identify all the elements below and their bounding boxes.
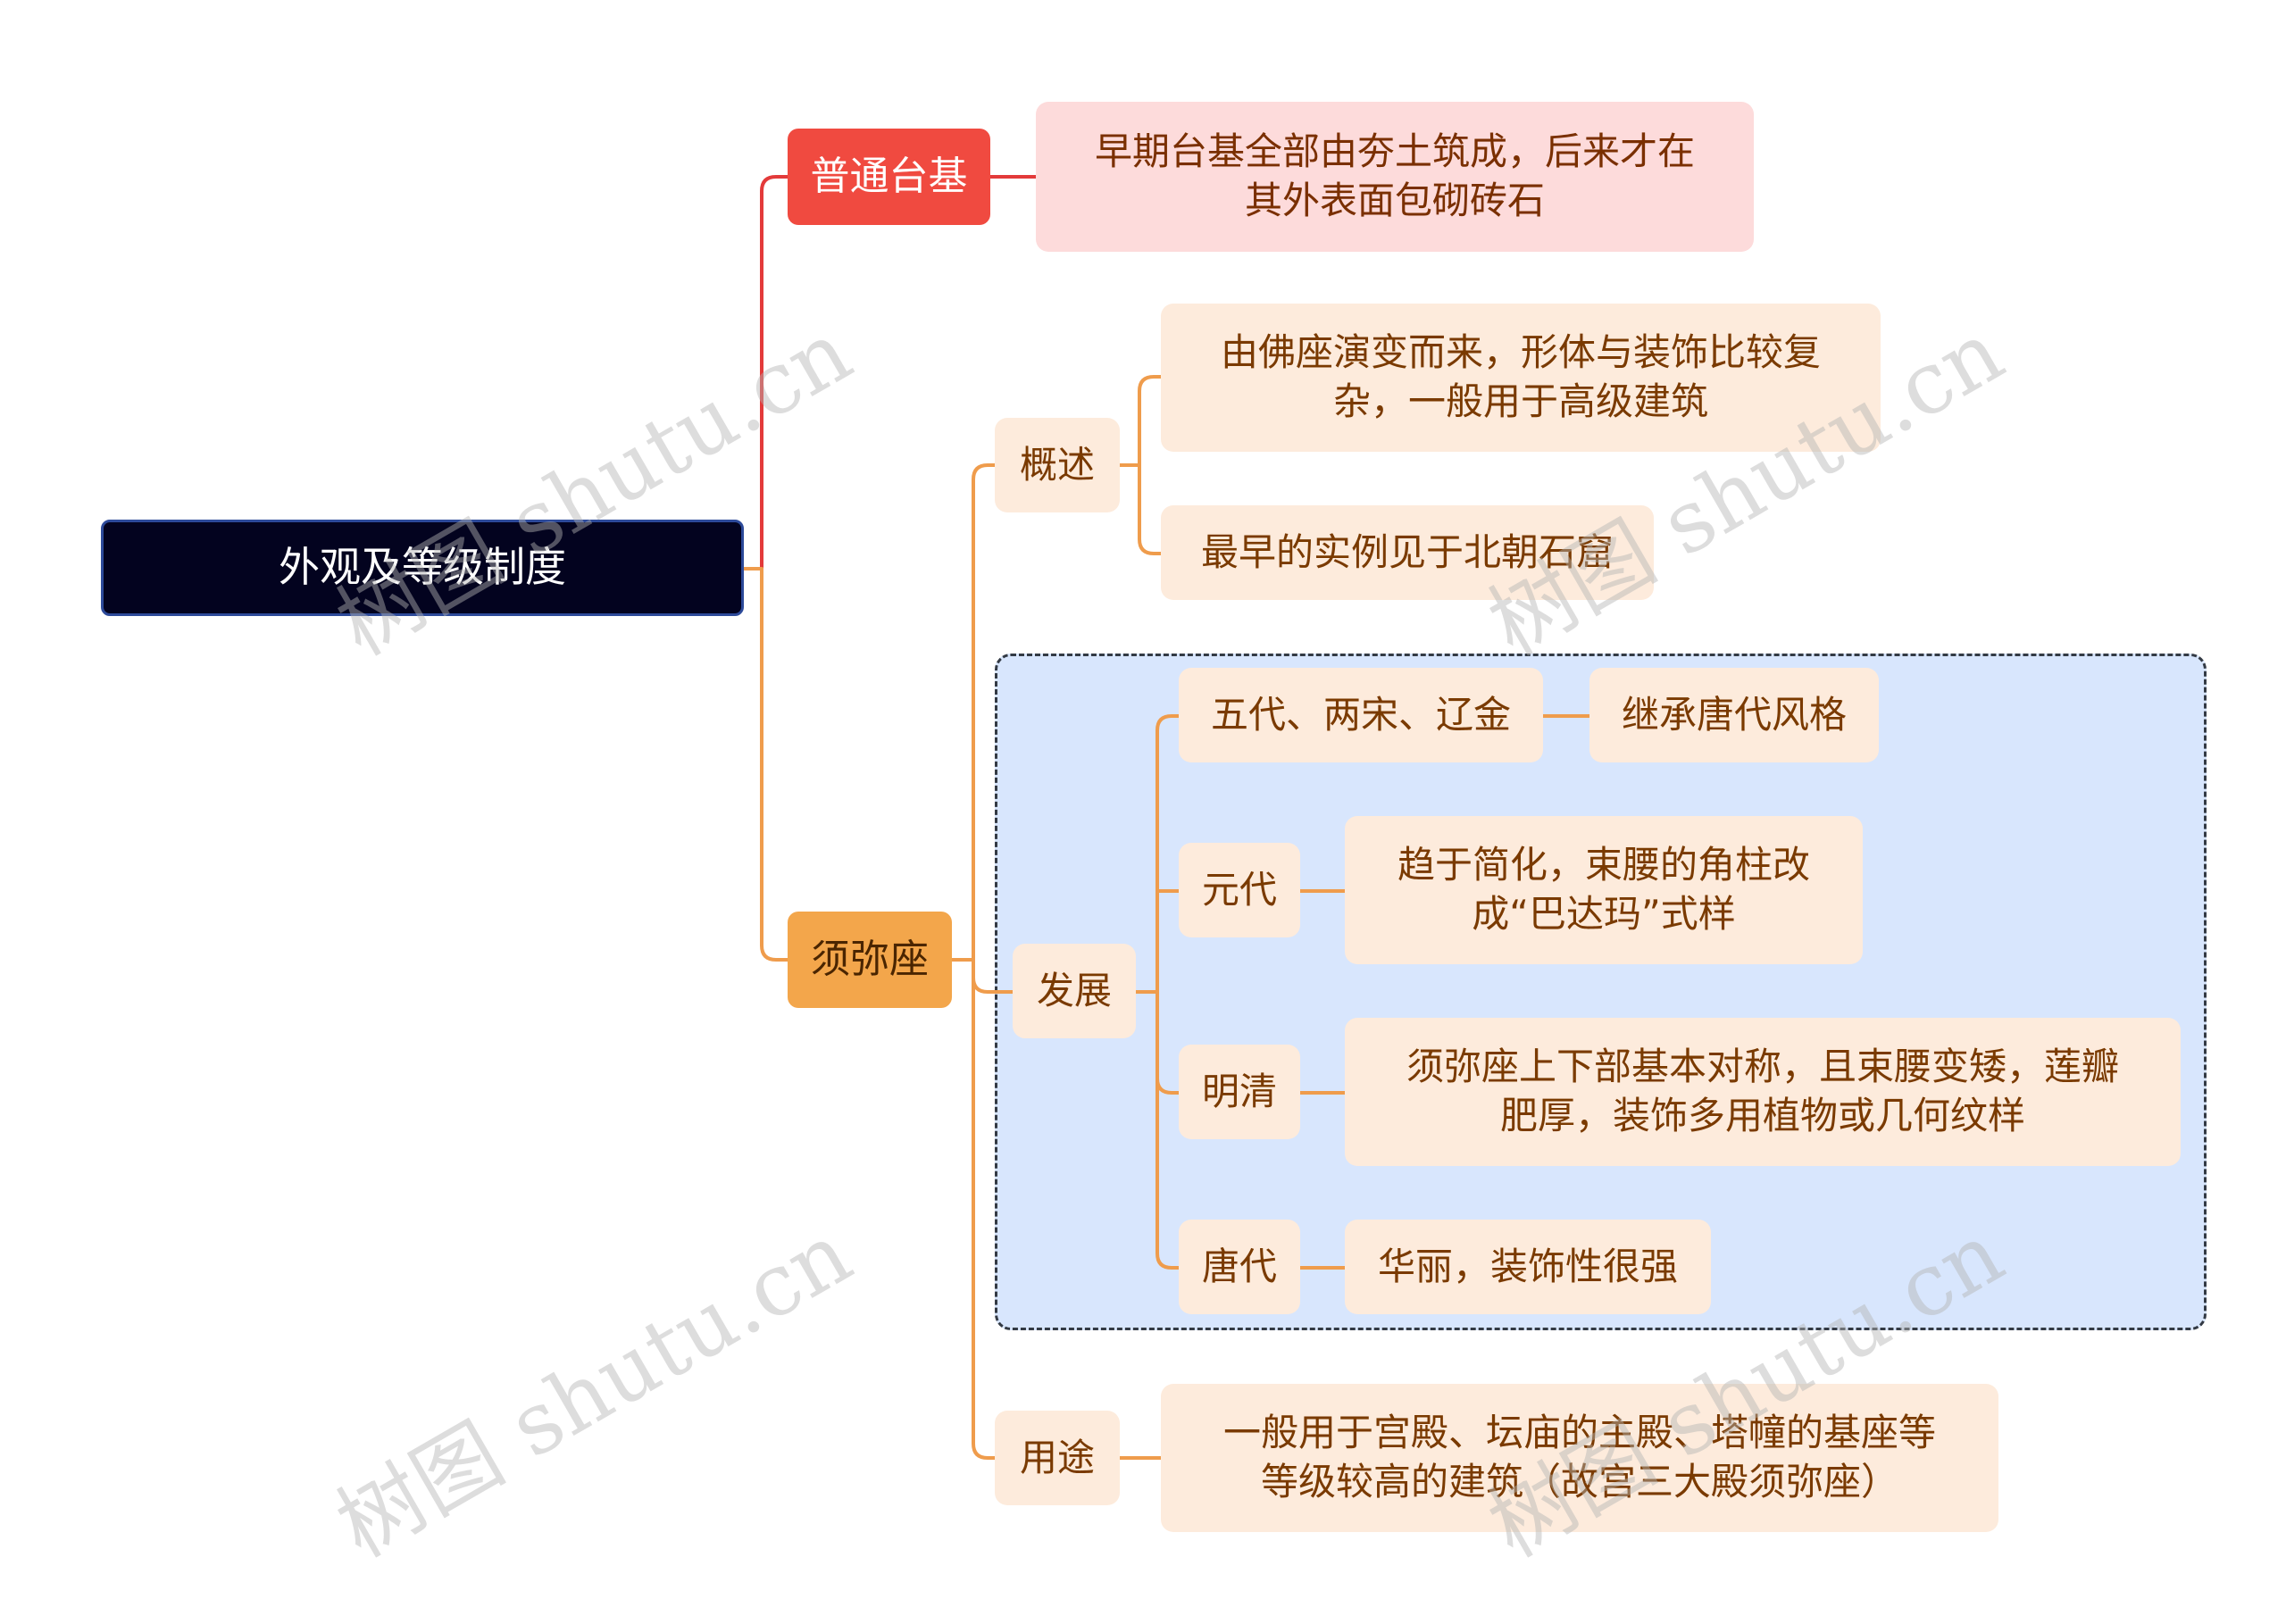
detail-line: 由佛座演变而来，形体与装饰比较复	[1220, 330, 1821, 375]
connector-period-4	[1156, 990, 1181, 1270]
detail-line: 等级较高的建筑（故宫三大殿须弥座）	[1260, 1460, 1898, 1503]
detail-line: 须弥座上下部基本对称，且束腰变矮，莲瓣	[1406, 1045, 2119, 1089]
period-detail-mingqing[interactable]: 须弥座上下部基本对称，且束腰变矮，莲瓣 肥厚，装饰多用植物或几何纹样	[1345, 1018, 2181, 1166]
period-detail-wudai-songliaojin[interactable]: 继承唐代风格	[1589, 668, 1879, 762]
connector-overview-1	[1138, 375, 1163, 467]
branch-label: 普通台基	[810, 154, 968, 200]
development-group-box	[995, 654, 2207, 1330]
detail-line: 继承唐代风格	[1621, 692, 1847, 737]
branch-node-common-base[interactable]: 普通台基	[788, 129, 990, 225]
common-base-detail-node[interactable]: 早期台基全部由夯土筑成，后来才在 其外表面包砌砖石	[1036, 102, 1754, 252]
period-node-wudai-songliaojin[interactable]: 五代、两宋、辽金	[1179, 668, 1543, 762]
connector-root-to-xumizuo	[742, 567, 789, 962]
root-label: 外观及等级制度	[279, 543, 566, 592]
usage-detail-node[interactable]: 一般用于宫殿、坛庙的主殿、塔幢的基座等 等级较高的建筑（故宫三大殿须弥座）	[1161, 1384, 1998, 1532]
overview-node[interactable]: 概述	[995, 418, 1120, 512]
detail-line: 杂，一般用于高级建筑	[1332, 379, 1708, 423]
usage-label: 用途	[1019, 1435, 1095, 1479]
overview-item-2[interactable]: 最早的实例见于北朝石窟	[1161, 505, 1654, 600]
connector-to-development	[972, 958, 1014, 994]
overview-label: 概述	[1019, 442, 1095, 487]
period-detail-yuan[interactable]: 趋于简化，束腰的角柱改 成“巴达玛”式样	[1345, 816, 1863, 964]
period-label: 元代	[1201, 867, 1277, 912]
connector-root-to-common	[742, 175, 789, 570]
branch-label: 须弥座	[811, 937, 929, 983]
development-label: 发展	[1036, 968, 1112, 1012]
development-node[interactable]: 发展	[1013, 944, 1136, 1038]
detail-line: 肥厚，装饰多用植物或几何纹样	[1499, 1094, 2025, 1137]
detail-line: 其外表面包砌砖石	[1244, 179, 1545, 222]
period-label: 五代、两宋、辽金	[1210, 692, 1511, 737]
connector-period-3	[1156, 990, 1181, 1095]
detail-line: 华丽，装饰性很强	[1377, 1244, 1678, 1288]
overview-item-1[interactable]: 由佛座演变而来，形体与装饰比较复 杂，一般用于高级建筑	[1161, 304, 1881, 452]
connector-overview-2	[1138, 463, 1163, 555]
connector-to-usage	[972, 958, 997, 1460]
connector-period-1	[1156, 714, 1181, 994]
period-node-tang[interactable]: 唐代	[1179, 1220, 1300, 1314]
detail-line: 趋于简化，束腰的角柱改	[1397, 843, 1810, 887]
period-label: 唐代	[1201, 1244, 1277, 1288]
connector-to-overview	[972, 463, 997, 962]
detail-line: 成“巴达玛”式样	[1472, 892, 1736, 936]
detail-line: 最早的实例见于北朝石窟	[1200, 529, 1614, 574]
period-node-yuan[interactable]: 元代	[1179, 843, 1300, 937]
period-node-mingqing[interactable]: 明清	[1179, 1045, 1300, 1139]
branch-node-xumizuo[interactable]: 须弥座	[788, 912, 952, 1008]
period-detail-tang[interactable]: 华丽，装饰性很强	[1345, 1220, 1711, 1314]
detail-line: 早期台基全部由夯土筑成，后来才在	[1094, 129, 1695, 174]
root-node[interactable]: 外观及等级制度	[101, 520, 744, 616]
detail-line: 一般用于宫殿、坛庙的主殿、塔幢的基座等	[1222, 1411, 1936, 1455]
usage-node[interactable]: 用途	[995, 1411, 1120, 1505]
period-label: 明清	[1201, 1069, 1277, 1113]
